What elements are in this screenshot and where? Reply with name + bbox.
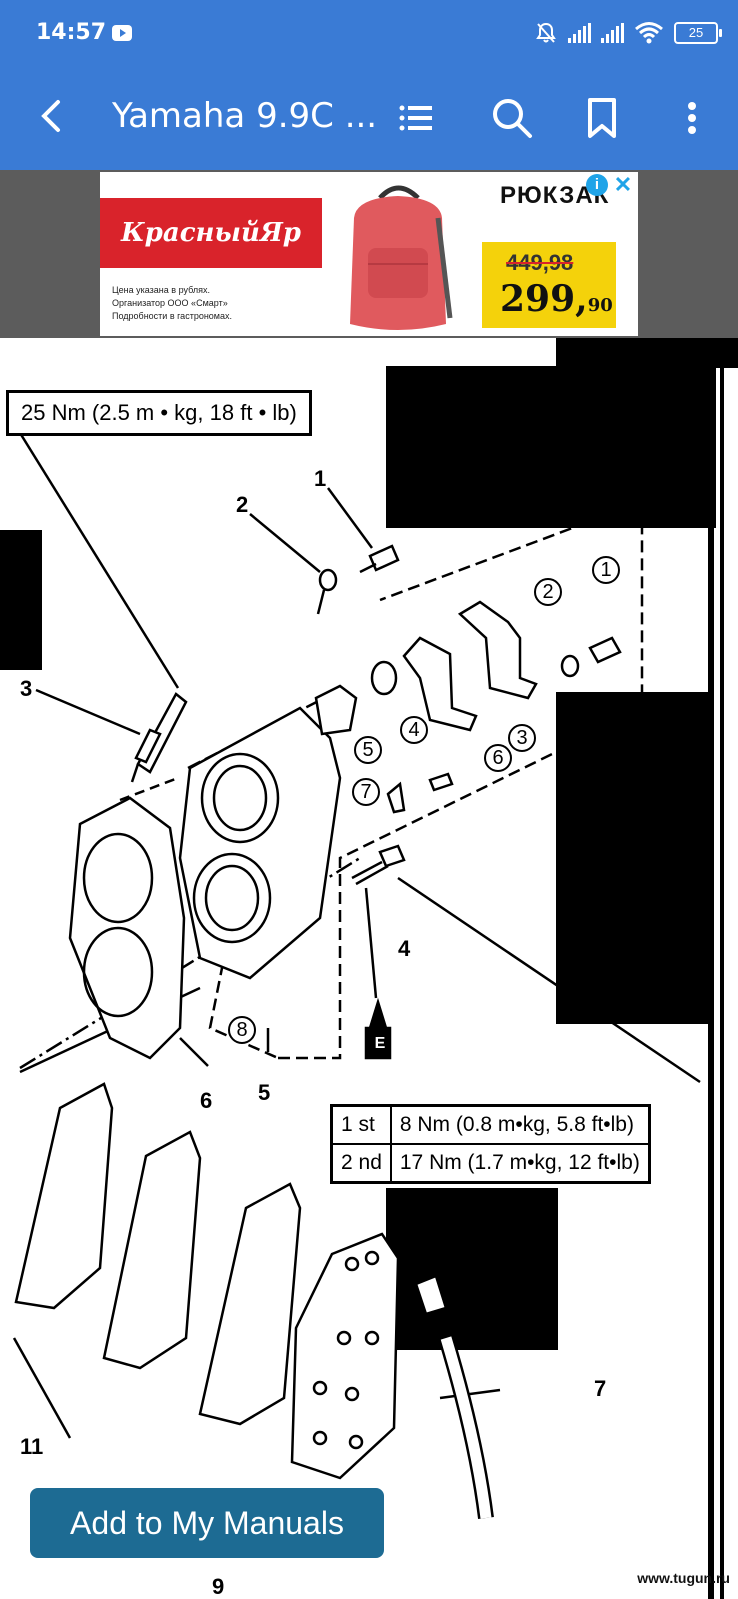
circled-callout: 4: [400, 716, 428, 744]
app-bar: Yamaha 9.9C ...: [0, 66, 738, 170]
ad-close-icon[interactable]: ✕: [613, 172, 633, 197]
bookmark-icon[interactable]: [578, 94, 626, 142]
part-callout: 6: [200, 1088, 213, 1113]
ad-fine-line: Цена указана в рублях.: [112, 285, 210, 295]
signal-icon: [601, 23, 624, 43]
ad-old-price: 449,98: [506, 250, 574, 275]
circled-callout: 2: [534, 578, 562, 606]
ad-new-price-cents: 90: [587, 295, 613, 316]
torque-value: 8 Nm (0.8 m•kg, 5.8 ft•lb): [389, 1104, 651, 1145]
mute-icon: [536, 22, 556, 43]
watermark: www.tugun.ru: [637, 1570, 730, 1586]
contents-list-icon[interactable]: [392, 94, 440, 142]
circled-number: 5: [362, 739, 374, 761]
circled-number: 4: [408, 719, 420, 741]
table-row: 2 nd 17 Nm (1.7 m•kg, 12 ft•lb): [330, 1143, 651, 1184]
youtube-notification-icon: [112, 25, 132, 41]
circled-callout: 5: [354, 736, 382, 764]
manual-page-diagram[interactable]: 25 Nm (2.5 m • kg, 18 ft • lb) 1 st 8 Nm…: [0, 338, 738, 1599]
more-options-icon[interactable]: [668, 94, 716, 142]
torque-value: 17 Nm (1.7 m•kg, 12 ft•lb): [389, 1143, 651, 1184]
part-callout: 9: [212, 1574, 225, 1599]
exploded-view-drawing: [0, 338, 738, 1599]
table-row: 1 st 8 Nm (0.8 m•kg, 5.8 ft•lb): [330, 1104, 651, 1145]
part-callout: 4: [398, 936, 411, 961]
part-callout: 5: [258, 1080, 271, 1105]
status-time: 14:57: [36, 20, 107, 45]
ad-fine-line: Подробности в гастрономах.: [112, 311, 232, 321]
ad-info-icon[interactable]: i: [586, 174, 608, 196]
circled-callout: 3: [508, 724, 536, 752]
ad-new-price: 299,90: [500, 278, 613, 320]
part-callout: 1: [314, 466, 327, 491]
part-callout: 7: [594, 1376, 607, 1401]
wifi-icon: [635, 22, 663, 44]
part-callout: 3: [20, 676, 33, 701]
backpack-image: [350, 185, 453, 330]
circled-number: 8: [236, 1019, 248, 1041]
add-to-my-manuals-button[interactable]: Add to My Manuals: [30, 1488, 384, 1558]
torque-step: 2 nd: [330, 1143, 392, 1184]
circled-number: 2: [542, 581, 554, 603]
circled-number: 7: [360, 781, 372, 803]
ad-price-box: 449,98 299,90: [482, 242, 616, 328]
torque-spec-label: 25 Nm (2.5 m • kg, 18 ft • lb): [6, 390, 312, 436]
advertisement-banner[interactable]: КрасныйЯр Цена указана в рублях. Организ…: [100, 172, 638, 336]
circled-number: 1: [600, 559, 612, 581]
status-bar: 14:57 25: [0, 0, 738, 66]
circled-callout: 6: [484, 744, 512, 772]
part-callout: 2: [236, 492, 249, 517]
battery-icon: 25: [674, 22, 722, 44]
circled-callout: 8: [228, 1016, 256, 1044]
ad-fine-line: Организатор ООО «Смарт»: [112, 298, 228, 308]
ad-choices[interactable]: i ✕: [586, 174, 634, 196]
ad-area: КрасныйЯр Цена указана в рублях. Организ…: [0, 170, 738, 338]
ad-new-price-main: 299,: [500, 278, 588, 320]
status-icons: 25: [534, 18, 722, 48]
torque-step: 1 st: [330, 1104, 392, 1145]
search-icon[interactable]: [488, 94, 536, 142]
torque-spec-table: 1 st 8 Nm (0.8 m•kg, 5.8 ft•lb) 2 nd 17 …: [330, 1104, 651, 1184]
back-arrow-icon[interactable]: [30, 92, 78, 140]
ad-brand-logo: КрасныйЯр: [100, 198, 322, 268]
circled-number: 6: [492, 747, 504, 769]
part-callout: 11: [20, 1434, 44, 1459]
circled-callout: 1: [592, 556, 620, 584]
page-title: Yamaha 9.9C ...: [112, 96, 378, 136]
sealant-e-label: E: [374, 1035, 386, 1052]
ad-fine-print: Цена указана в рублях. Организатор ООО «…: [112, 284, 312, 323]
circled-callout: 7: [352, 778, 380, 806]
circled-number: 3: [516, 727, 528, 749]
signal-icon: [568, 23, 591, 43]
